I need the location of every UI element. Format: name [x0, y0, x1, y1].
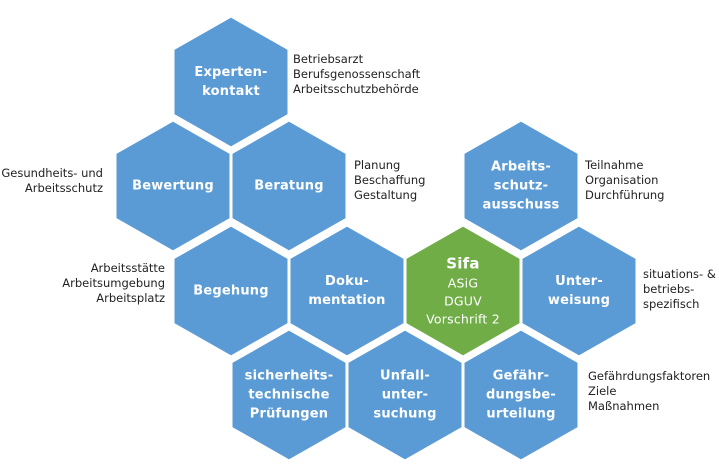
hexagon-label-line: Gefähr-: [492, 368, 550, 384]
hexagon-label-beratung: Beratung: [254, 177, 324, 196]
hexagon-label-line: weisung: [547, 293, 611, 308]
hexagon-label-line: Beratung: [254, 178, 324, 194]
hexagon-label-line: Experten-: [194, 65, 268, 80]
hexagon-label-line: Doku-: [324, 274, 370, 289]
note-line: betriebs-: [643, 282, 695, 296]
note-line: Durchführung: [585, 188, 665, 202]
hexagon-label-line: urteilung: [486, 406, 556, 422]
hexagon-label-arbeitsschutzausschuss: Arbeits-schutz-ausschuss: [483, 158, 560, 215]
hexagon-label-dokumentation: Doku-mentation: [308, 272, 385, 310]
note-unterweisung: situations- &betriebs-spezifisch: [643, 267, 716, 312]
hexagon-label-line: kontakt: [202, 84, 260, 99]
note-line: Maßnahmen: [588, 399, 660, 413]
note-line: Beschaffung: [354, 173, 426, 187]
note-line: Arbeitsschutz: [24, 181, 103, 195]
note-line: Ziele: [588, 384, 617, 398]
note-line: Gefährdungsfaktoren: [588, 369, 711, 383]
note-line: Gestaltung: [354, 188, 418, 202]
hexagon-label-line: dungsbe-: [486, 387, 556, 403]
note-line: Planung: [354, 158, 401, 172]
hexagon-beratung: [229, 118, 349, 254]
hexagon-label-gefaehrdungsbeurteilung: Gefähr-dungsbe-urteilung: [486, 367, 556, 424]
note-line: Arbeitsplatz: [96, 291, 165, 305]
note-line: Arbeitsumgebung: [62, 276, 165, 290]
hexagon-label-line: Bewertung: [132, 178, 214, 194]
note-line: Berufsgenossenschaft: [293, 67, 421, 81]
hexagon-label-line: technische: [248, 387, 330, 403]
note-line: spezifisch: [643, 297, 700, 311]
hexagon-label-line: Unter-: [555, 274, 603, 289]
hexagon-label-line: unter-: [381, 387, 429, 403]
note-line: Gesundheits- und: [1, 166, 103, 180]
hexagon-label-begehung: Begehung: [193, 282, 269, 301]
note-line: Arbeitsstätte: [90, 261, 165, 275]
note-line: Betriebsarzt: [293, 52, 364, 66]
hexagon-label-unfalluntersuchung: Unfall-unter-suchung: [373, 367, 436, 424]
note-line: Arbeitsschutzbehörde: [293, 82, 419, 96]
hexagon-subtitle-line: ASiG: [447, 275, 479, 291]
hexagon-label-unterweisung: Unter-weisung: [548, 272, 610, 310]
hexagon-label-line: Begehung: [193, 283, 269, 299]
hexagon-label-line: mentation: [308, 293, 386, 308]
hexagon-label-line: suchung: [373, 406, 437, 422]
hexagon-label-line: Arbeits-: [491, 159, 551, 175]
hexagon-label-expertenkontakt: Experten-kontakt: [194, 63, 267, 101]
hexagon-arbeitsschutzausschuss: [461, 118, 581, 254]
note-line: Organisation: [585, 173, 659, 187]
note-line: situations- &: [643, 267, 716, 281]
hexagon-label-bewertung: Bewertung: [132, 177, 214, 196]
hexagon-expertenkontakt: [171, 14, 291, 150]
hexagon-label-line: Unfall-: [380, 368, 430, 384]
note-line: Teilnahme: [585, 158, 644, 172]
hexagon-label-line: schutz-: [493, 178, 549, 194]
hexagon-gefaehrdungsbeurteilung: [461, 327, 581, 463]
hexagon-subtitle-line: Vorschrift 2: [426, 311, 500, 327]
hexagon-label-line: Prüfungen: [249, 406, 329, 422]
hexagon-subtitle-line: DGUV: [444, 293, 482, 309]
hexagon-label-line: ausschuss: [482, 197, 560, 213]
hexagon-label-line: sicherheits-: [244, 368, 334, 384]
hexagon-unterweisung: [519, 223, 639, 359]
hexagon-title: Sifa: [446, 254, 480, 273]
